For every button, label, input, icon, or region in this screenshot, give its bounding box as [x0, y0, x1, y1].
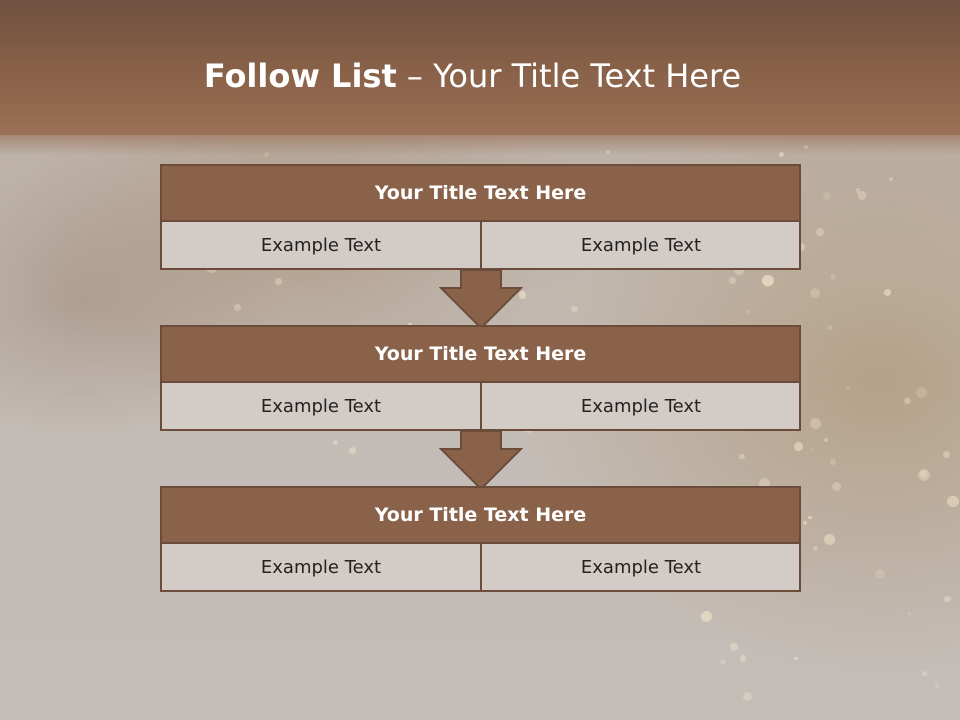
slide-title: Follow List – Your Title Text Here [0, 54, 945, 98]
step-title-2: Your Title Text Here [162, 327, 799, 383]
bokeh-dot [944, 596, 951, 603]
step-box-1: Your Title Text Here Example Text Exampl… [160, 164, 801, 270]
bokeh-dot [348, 446, 356, 455]
bokeh-dot [915, 387, 928, 399]
bokeh-dot [947, 495, 959, 507]
bokeh-dot [884, 289, 891, 296]
down-arrow-icon [439, 431, 523, 491]
step-cell-3-left: Example Text [162, 544, 482, 590]
bokeh-dot [830, 458, 837, 465]
bokeh-dot [518, 291, 527, 299]
bokeh-dot [815, 227, 824, 236]
bokeh-dot [797, 242, 805, 251]
title-bold: Follow List [203, 57, 397, 95]
header-band [0, 0, 960, 135]
step-title-1: Your Title Text Here [162, 166, 799, 222]
bokeh-dot [907, 612, 911, 616]
step-title-3: Your Title Text Here [162, 488, 799, 544]
bokeh-dot [875, 568, 886, 579]
bokeh-dot [846, 387, 850, 391]
bokeh-dot [794, 442, 803, 451]
bokeh-dot [904, 397, 911, 405]
bokeh-dot [739, 453, 745, 459]
bokeh-dot [943, 450, 951, 458]
bokeh-dot [809, 417, 822, 430]
bokeh-dot [761, 276, 773, 288]
bokeh-dot [700, 611, 712, 623]
bokeh-dot [794, 656, 799, 661]
bokeh-dot [739, 655, 746, 662]
bokeh-dot [762, 274, 774, 287]
bokeh-dot [921, 670, 927, 676]
step-cell-1-right: Example Text [580, 234, 702, 256]
bokeh-dot [822, 192, 832, 201]
bokeh-dot [824, 438, 828, 442]
step-cell-3-right: Example Text [580, 556, 702, 578]
step-box-3: Your Title Text Here Example Text Exampl… [160, 486, 801, 592]
bokeh-dot [808, 515, 812, 520]
bokeh-dot [919, 470, 928, 478]
bokeh-dot [827, 325, 833, 331]
bokeh-dot [233, 303, 241, 311]
bokeh-dot [934, 683, 940, 688]
step-cell-2-right: Example Text [580, 395, 702, 417]
bokeh-dot [719, 658, 727, 665]
bokeh-dot [889, 177, 894, 182]
step-cell-2-left: Example Text [162, 383, 482, 429]
down-arrow-icon [439, 270, 523, 330]
bokeh-dot [918, 468, 930, 481]
bokeh-dot [730, 643, 738, 652]
bokeh-dot [742, 691, 752, 701]
bokeh-dot [812, 545, 819, 552]
bokeh-dot [824, 533, 836, 545]
bokeh-dot [831, 481, 842, 492]
bokeh-dot [728, 276, 737, 285]
bokeh-dot [571, 305, 578, 313]
bokeh-dot [857, 191, 866, 200]
title-rest: – Your Title Text Here [396, 57, 742, 95]
bokeh-dot [856, 188, 861, 193]
bokeh-dot [810, 447, 815, 451]
bokeh-dot [734, 265, 744, 276]
header-fade [0, 125, 960, 155]
bokeh-dot [829, 273, 837, 281]
bokeh-dot [274, 278, 282, 286]
bokeh-dot [332, 439, 338, 445]
bokeh-dot [809, 287, 821, 299]
bokeh-dot [759, 477, 770, 489]
bokeh-dot [408, 322, 412, 327]
bokeh-dot [746, 310, 751, 314]
bokeh-dot [803, 521, 807, 526]
step-box-2: Your Title Text Here Example Text Exampl… [160, 325, 801, 431]
step-cell-1-left: Example Text [162, 222, 482, 268]
